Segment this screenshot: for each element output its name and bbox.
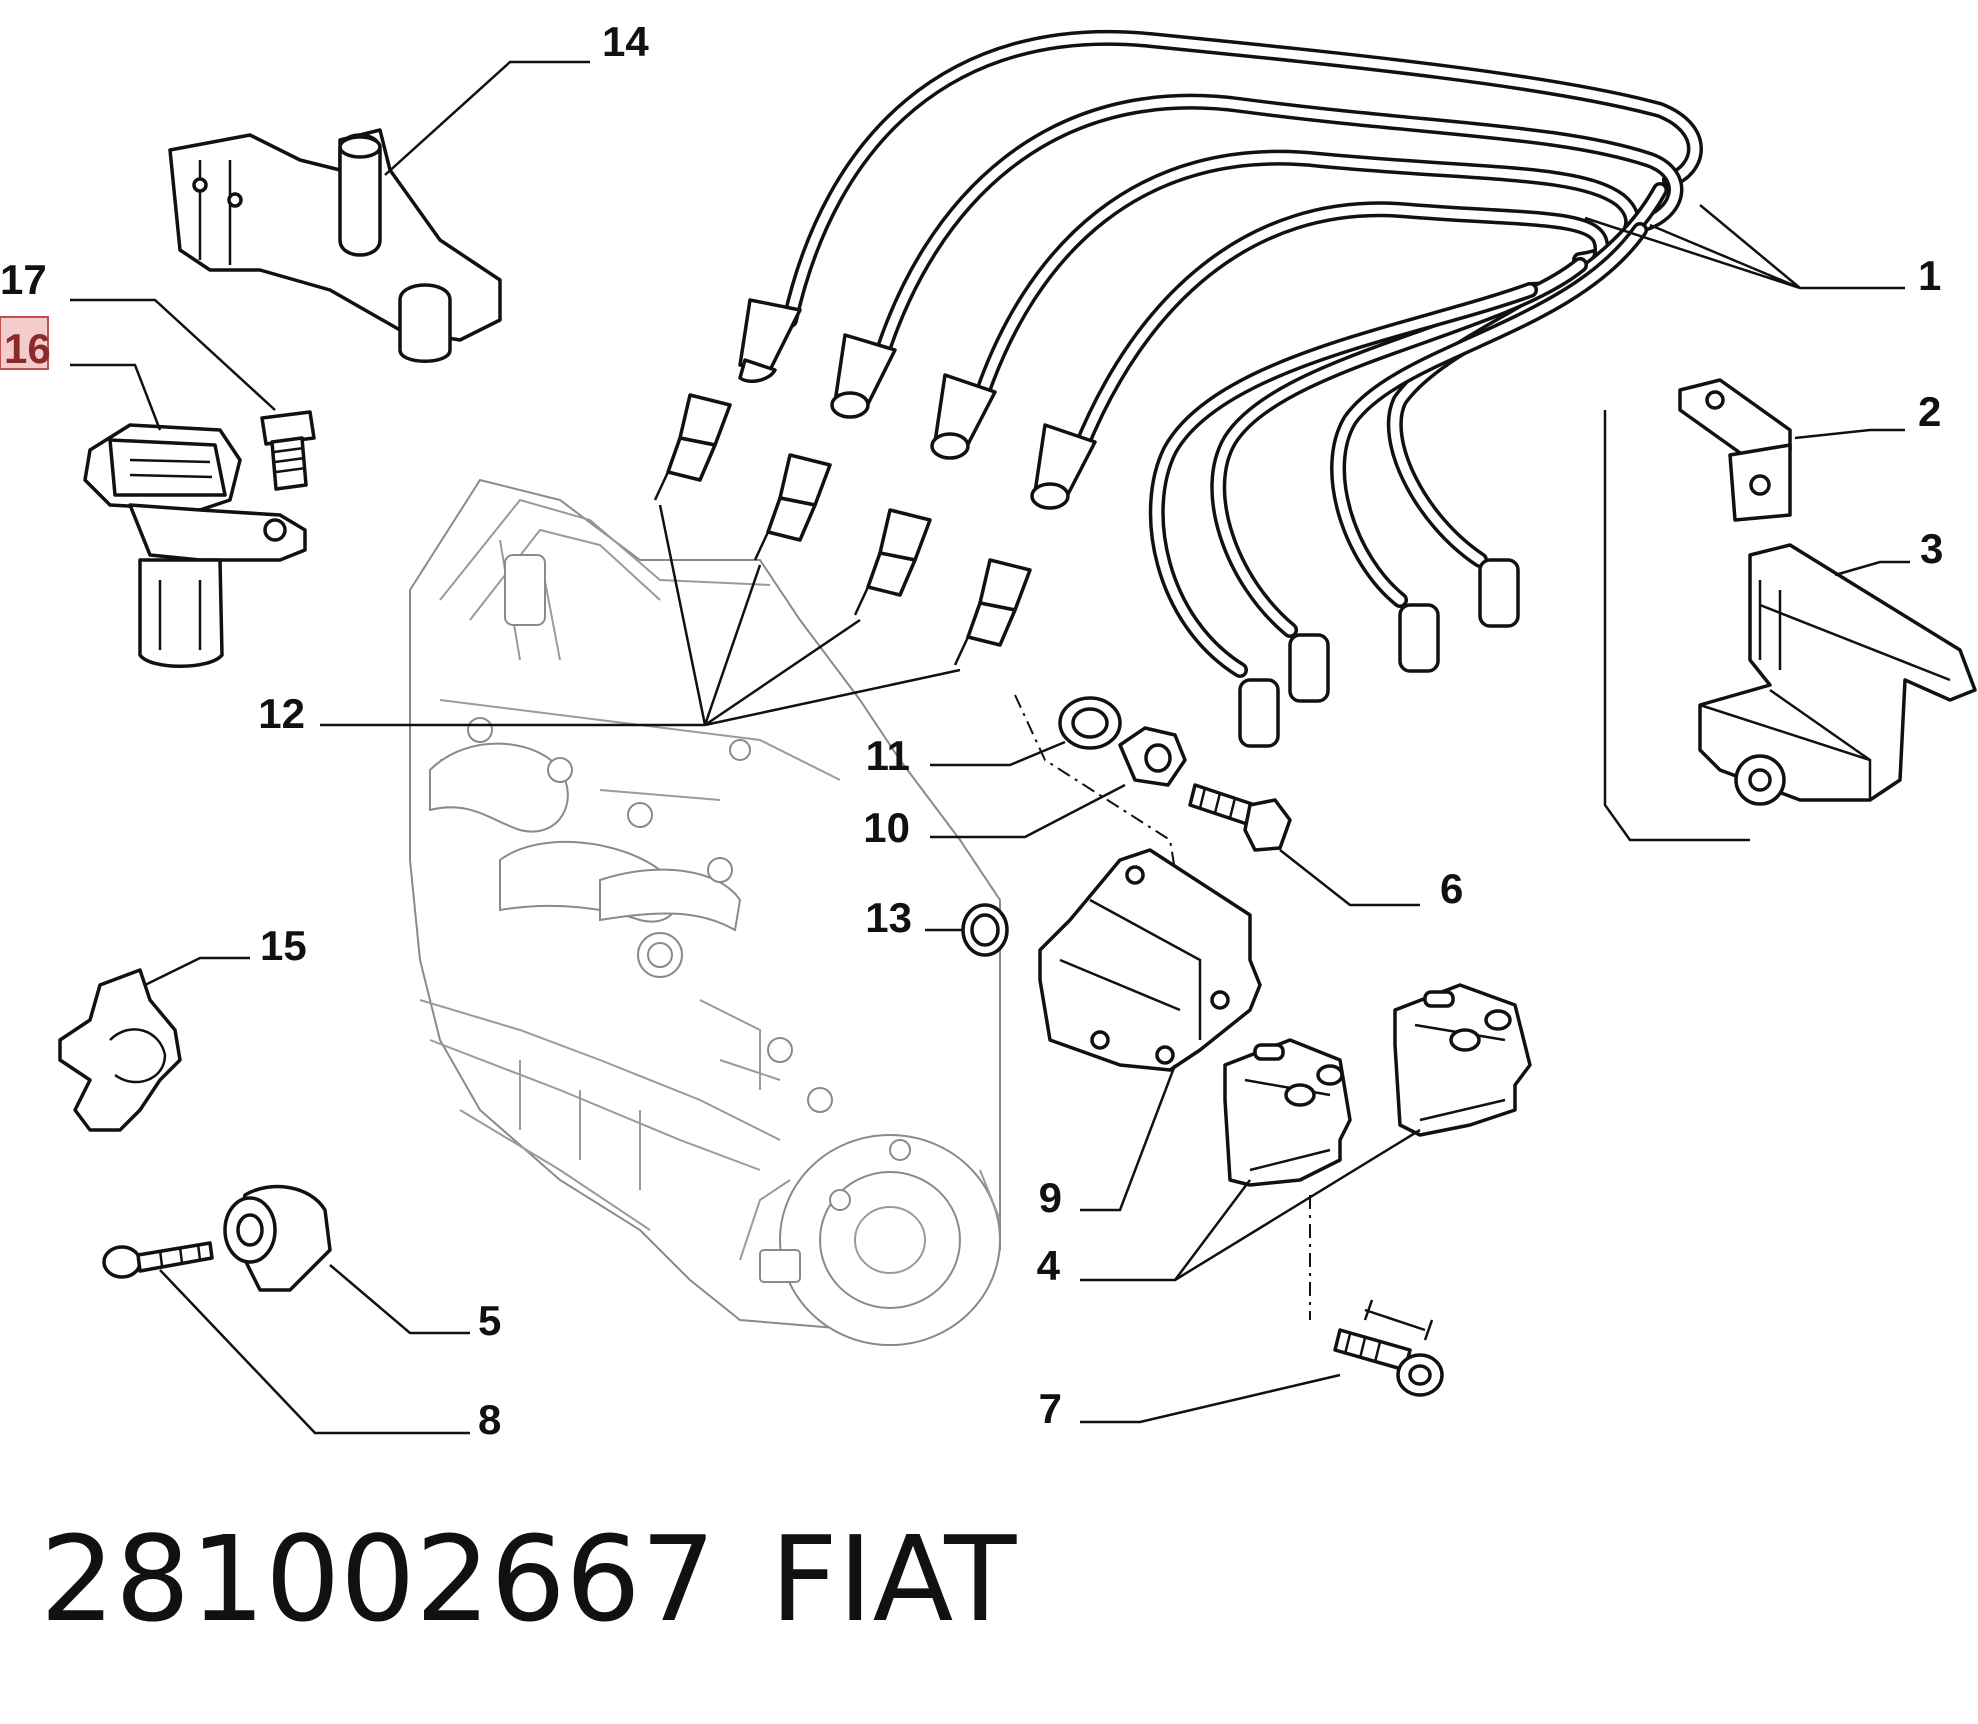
callout-3: 3 [1920,525,1943,572]
callout-11: 11 [866,732,910,779]
washer-11 [1058,696,1122,750]
callout-7: 7 [1039,1385,1062,1432]
cable-boot-c [930,373,997,460]
nut-10 [1118,726,1187,787]
leader-lines [70,60,1910,1435]
callout-16[interactable]: 16 [4,325,51,372]
knock-sensor-5 [223,1184,332,1292]
brand-name: FIAT [770,1510,1017,1648]
clip-15 [58,968,182,1132]
spark-plug-c [853,508,932,616]
spark-plugs [653,393,1032,666]
group-bracket-line [1603,410,1750,842]
assembly-line [1014,694,1181,901]
callout-4: 4 [1037,1242,1061,1289]
callout-13: 13 [865,894,912,941]
callout-5: 5 [478,1297,501,1344]
callout-8: 8 [478,1396,501,1443]
ignition-coil-a [1223,1038,1352,1187]
coil-mount-9 [1038,848,1262,1072]
screw-17 [260,410,316,491]
ignition-cable-set [738,29,1703,748]
spark-plug-a [653,393,732,501]
bolt-8 [102,1241,214,1279]
cable-boot-a [738,298,802,383]
sensor-16 [83,423,307,668]
coil-bracket-3 [1698,543,1977,806]
callout-17: 17 [0,256,47,303]
callout-14: 14 [602,18,649,65]
callout-12: 12 [258,690,305,737]
callout-2: 2 [1918,388,1941,435]
bolt-6 [1188,783,1292,852]
cable-boot-d [1030,423,1097,510]
callout-6: 6 [1440,865,1463,912]
part-number: 281002667 [40,1510,716,1648]
cable-boot-b [830,333,897,419]
bracket-2 [1678,378,1792,522]
spark-plug-b [753,453,832,561]
callout-9: 9 [1039,1174,1062,1221]
cable-bracket [168,128,502,363]
callout-15: 15 [260,922,307,969]
ignition-coil-b [1393,983,1532,1137]
o-ring-13 [961,903,1009,957]
callout-10: 10 [863,804,910,851]
callout-16-highlight [0,316,49,370]
callout-1: 1 [1918,252,1941,299]
screw-7 [1333,1299,1444,1397]
spark-plug-d [953,558,1032,666]
